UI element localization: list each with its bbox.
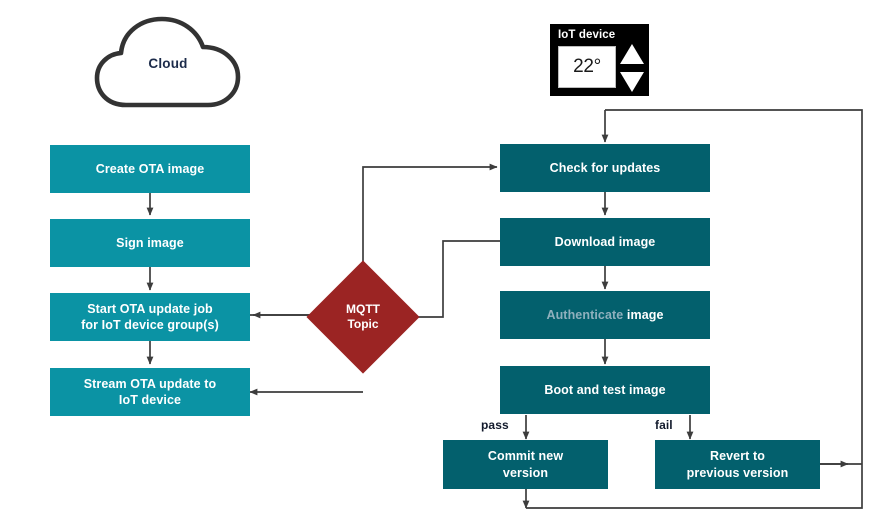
node-label-dim: Authenticate bbox=[546, 307, 624, 322]
edge-label-pass: pass bbox=[481, 418, 509, 432]
node-stream-ota-update[interactable]: Stream OTA update to IoT device bbox=[50, 368, 250, 416]
node-label: Commit new version bbox=[487, 449, 564, 480]
node-label: Boot and test image bbox=[544, 382, 666, 397]
wire-mqtt-to-check bbox=[362, 163, 498, 277]
node-label: Stream OTA update to IoT device bbox=[83, 376, 217, 408]
node-label: Sign image bbox=[116, 235, 184, 250]
node-label: Revert to previous version bbox=[686, 449, 789, 480]
node-label: Start OTA update job for IoT device grou… bbox=[81, 301, 219, 333]
up-triangle-icon[interactable] bbox=[620, 44, 644, 64]
node-label: Create OTA image bbox=[95, 161, 205, 176]
edge-label-fail: fail bbox=[655, 418, 673, 432]
node-mqtt-topic[interactable]: MQTT Topic bbox=[306, 260, 420, 374]
iot-device-widget: IoT device 22° bbox=[550, 24, 649, 96]
node-label-bright: image bbox=[626, 307, 664, 322]
wire-download-to-mqtt bbox=[405, 240, 500, 321]
iot-temperature-readout: 22° bbox=[558, 46, 616, 88]
down-triangle-icon[interactable] bbox=[620, 72, 644, 92]
node-download-image[interactable]: Download image bbox=[500, 218, 710, 266]
cloud-icon bbox=[94, 16, 241, 108]
cloud-shape: Cloud bbox=[92, 12, 244, 116]
cloud-label: Cloud bbox=[148, 56, 188, 71]
node-revert-to-previous-version[interactable]: Revert to previous version bbox=[655, 440, 820, 489]
node-label: Download image bbox=[554, 234, 656, 249]
iot-device-title: IoT device bbox=[558, 29, 616, 41]
iot-stepper[interactable] bbox=[620, 44, 644, 92]
node-create-ota-image[interactable]: Create OTA image bbox=[50, 145, 250, 193]
node-label: Authenticate image bbox=[546, 307, 663, 324]
node-boot-and-test-image[interactable]: Boot and test image bbox=[500, 366, 710, 414]
node-commit-new-version[interactable]: Commit new version bbox=[443, 440, 608, 489]
node-sign-image[interactable]: Sign image bbox=[50, 219, 250, 267]
node-check-for-updates[interactable]: Check for updates bbox=[500, 144, 710, 192]
node-authenticate-image[interactable]: Authenticate image bbox=[500, 291, 710, 339]
node-label: Check for updates bbox=[549, 160, 661, 175]
node-start-ota-update-job[interactable]: Start OTA update job for IoT device grou… bbox=[50, 293, 250, 341]
node-label: MQTT Topic bbox=[346, 302, 380, 331]
